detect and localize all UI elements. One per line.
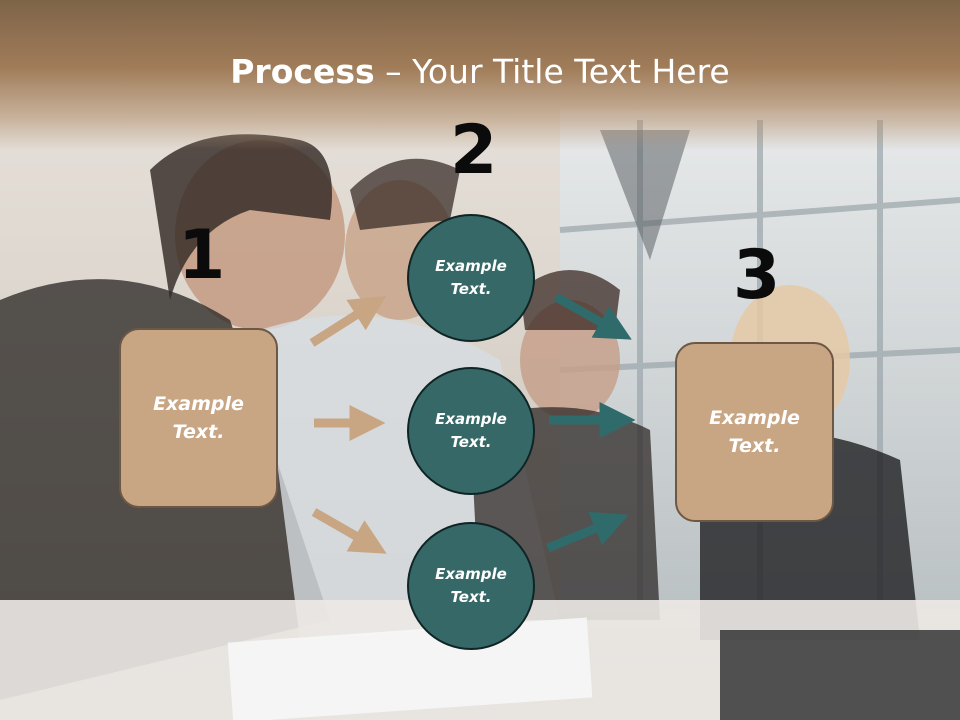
title-dash: – bbox=[374, 52, 413, 91]
title-band bbox=[0, 0, 960, 150]
step-number-3: 3 bbox=[733, 236, 781, 315]
circle-middle-text: Example Text. bbox=[435, 409, 507, 451]
arrow-bottom-to-3 bbox=[546, 511, 629, 553]
title-bold: Process bbox=[230, 52, 375, 91]
circle-top-text: Example Text. bbox=[435, 256, 507, 298]
step-number-2: 2 bbox=[450, 111, 498, 190]
step-1-box: Example Text. bbox=[119, 328, 278, 508]
arrow-1-to-bottom bbox=[311, 508, 387, 554]
slide-title: Process – Your Title Text Here bbox=[0, 52, 960, 91]
circle-bottom-text: Example Text. bbox=[435, 564, 507, 606]
arrow-top-to-3 bbox=[553, 293, 632, 340]
step-3-box: Example Text. bbox=[675, 342, 834, 522]
step-number-1: 1 bbox=[178, 216, 226, 295]
step-3-box-text: Example Text. bbox=[709, 406, 800, 458]
arrow-1-to-top bbox=[309, 295, 387, 347]
circle-top: Example Text. bbox=[407, 214, 535, 342]
circle-bottom: Example Text. bbox=[407, 522, 535, 650]
step-1-box-text: Example Text. bbox=[153, 392, 244, 444]
circle-middle: Example Text. bbox=[407, 367, 535, 495]
title-rest: Your Title Text Here bbox=[412, 52, 730, 91]
